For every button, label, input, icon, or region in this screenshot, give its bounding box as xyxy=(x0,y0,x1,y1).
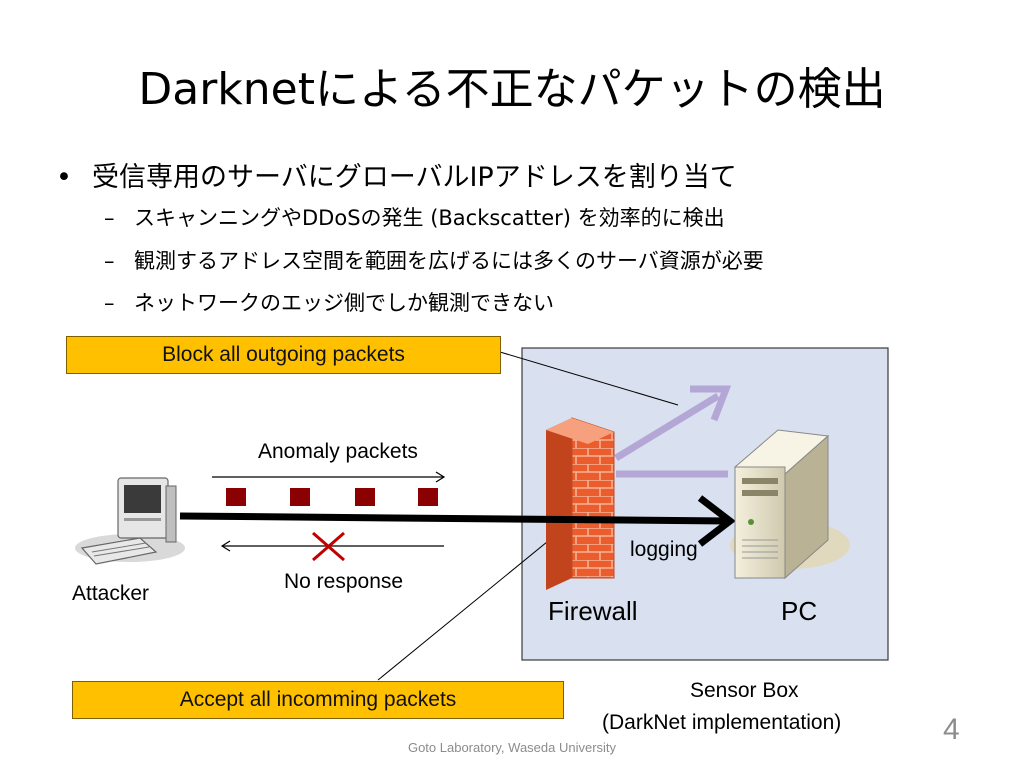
attacker-label: Attacker xyxy=(72,582,150,605)
sub-bullet: –ネットワークのエッジ側でしか観測できない xyxy=(104,288,554,318)
anomaly-packets-label: Anomaly packets xyxy=(258,440,418,463)
packet xyxy=(355,488,375,506)
slide-title: Darknetによる不正なパケットの検出 xyxy=(138,64,886,115)
logging-label: logging xyxy=(630,538,698,561)
callout-accept-incoming: Accept all incomming packets xyxy=(72,681,564,719)
sub-bullet-text: ネットワークのエッジ側でしか観測できない xyxy=(134,291,554,315)
callout-top-pointer xyxy=(499,351,679,406)
pc-server-icon xyxy=(730,429,850,580)
bullet-main-text: 受信専用のサーバにグローバルIPアドレスを割り当て xyxy=(92,162,737,193)
sub-bullet-text: スキャンニングやDDoSの発生 (Backscatter) を効率的に検出 xyxy=(134,206,725,230)
packet xyxy=(226,488,246,506)
firewall-icon xyxy=(546,417,615,590)
bullet-list: •受信専用のサーバにグローバルIPアドレスを割り当て –スキャンニングやDDoS… xyxy=(0,0,1024,330)
anomaly-packets xyxy=(226,488,438,506)
packet xyxy=(290,488,310,506)
bullet-marker: • xyxy=(56,162,72,193)
no-response-label: No response xyxy=(284,570,404,593)
dash-marker: – xyxy=(104,206,115,230)
sensor-box-label: Sensor Box xyxy=(690,679,799,702)
attacker-computer-icon xyxy=(75,477,185,565)
page-number: 4 xyxy=(943,713,960,746)
cross-icon xyxy=(312,531,345,562)
blocked-outgoing-arrow xyxy=(614,385,732,478)
firewall-label: Firewall xyxy=(548,596,638,626)
bullet-main: • 受信専用のサーバにグローバルIPアドレスを割り当て xyxy=(56,160,737,196)
anomaly-arrow xyxy=(212,471,446,483)
sensor-box-sublabel: (DarkNet implementation) xyxy=(602,711,842,734)
pc-label: PC xyxy=(781,596,818,626)
sub-bullet-text: 観測するアドレス空間を範囲を広げるには多くのサーバ資源が必要 xyxy=(134,249,764,273)
dash-marker: – xyxy=(104,249,115,273)
callout-block-outgoing: Block all outgoing packets xyxy=(66,336,501,374)
packet xyxy=(418,488,438,506)
footer-text: Goto Laboratory, Waseda University xyxy=(407,740,617,755)
no-response-arrow xyxy=(220,540,444,552)
sub-bullet: –観測するアドレス空間を範囲を広げるには多くのサーバ資源が必要 xyxy=(104,246,764,276)
incoming-packet-arrow xyxy=(179,495,736,547)
dash-marker: – xyxy=(104,291,115,315)
sub-bullet: –スキャンニングやDDoSの発生 (Backscatter) を効率的に検出 xyxy=(104,203,725,233)
